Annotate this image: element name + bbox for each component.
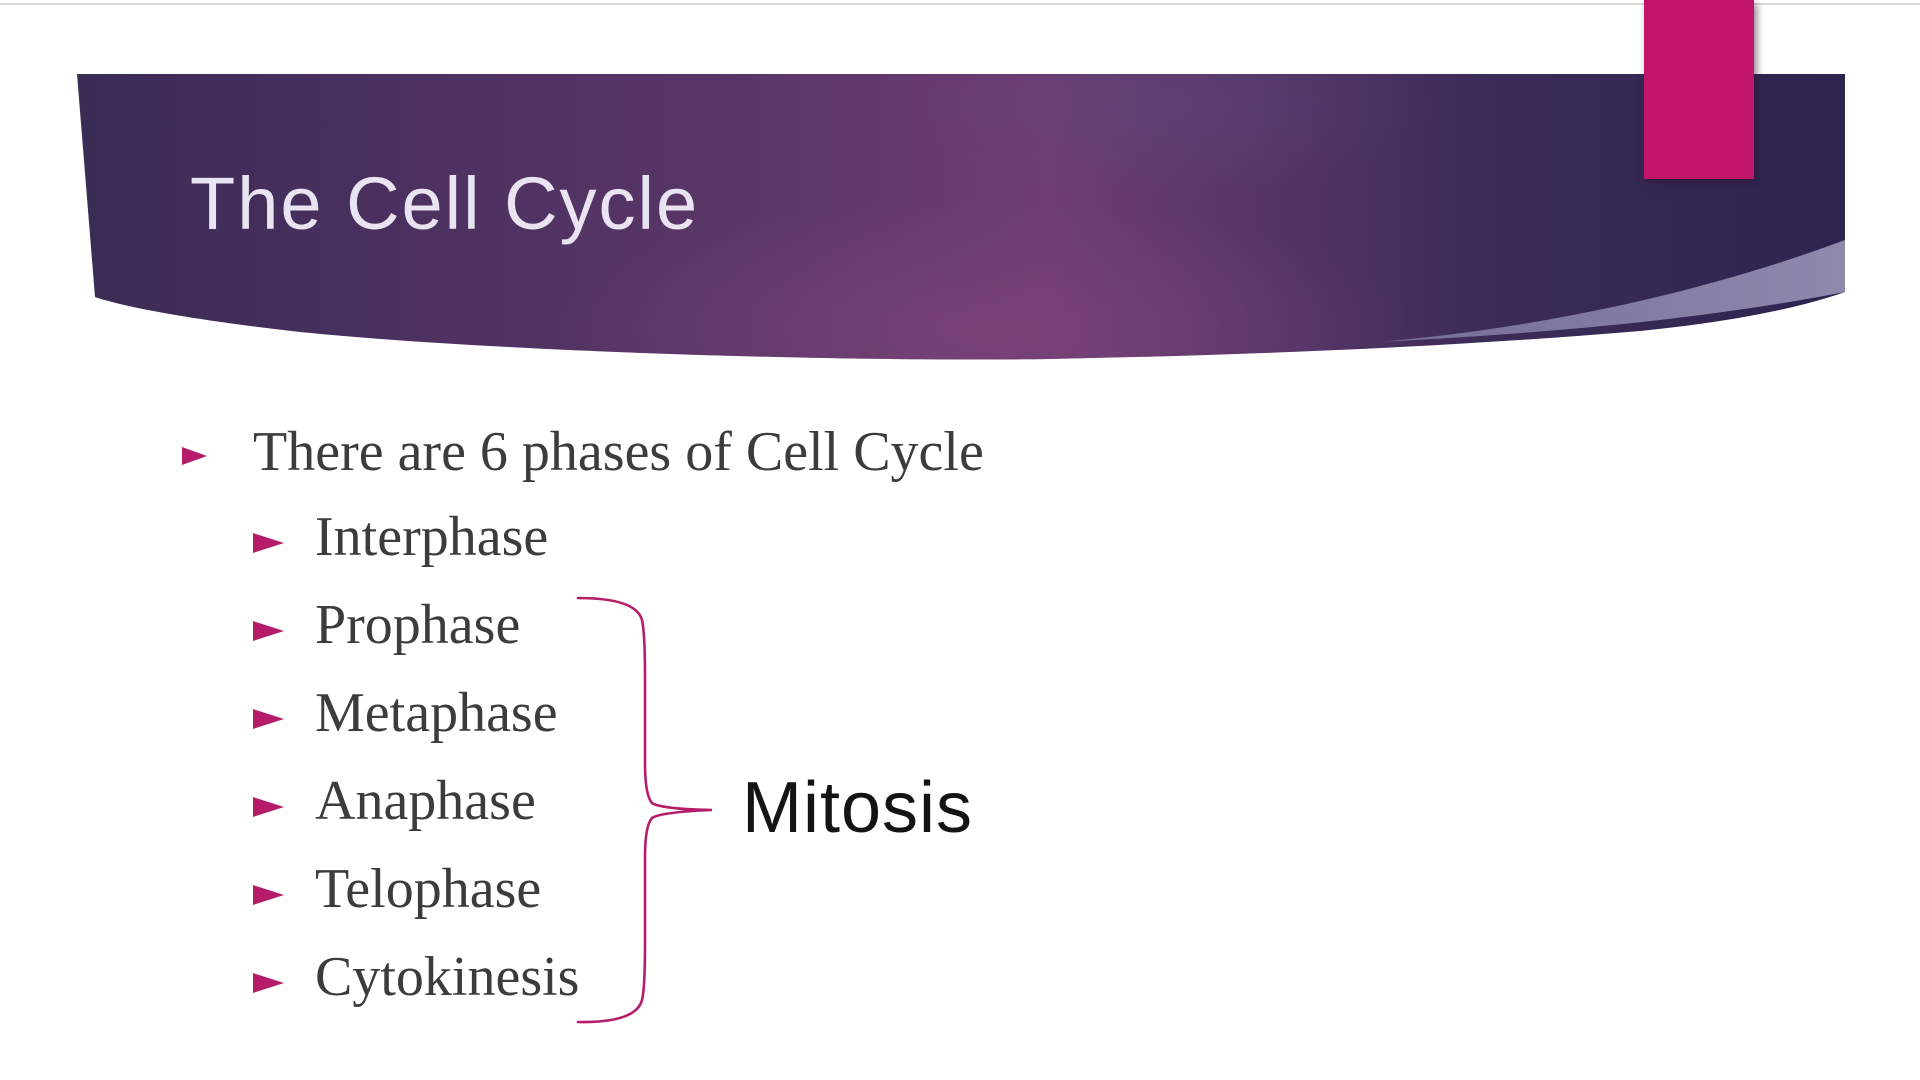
phase-item-prophase: Prophase [253, 597, 520, 653]
mitosis-label: Mitosis [742, 768, 974, 848]
band-glow-lower [550, 200, 1410, 360]
phase-text: Metaphase [315, 682, 558, 744]
phase-text: Cytokinesis [315, 946, 580, 1008]
phase-item-anaphase: Anaphase [253, 773, 536, 829]
accent-rectangle [1644, 0, 1754, 179]
phase-text: Anaphase [315, 770, 536, 832]
main-bullet-row: There are 6 phases of Cell Cycle [182, 424, 984, 480]
phase-item-metaphase: Metaphase [253, 685, 558, 741]
phase-item-interphase: Interphase [253, 509, 548, 565]
bullet-triangle-icon [253, 973, 284, 993]
bullet-triangle-icon [253, 621, 284, 641]
bullet-triangle-icon [253, 885, 284, 905]
bullet-triangle-icon [253, 709, 284, 729]
phase-text: Prophase [315, 594, 521, 656]
top-border-line [0, 3, 1920, 5]
phase-text: Interphase [315, 506, 549, 568]
main-bullet-text: There are 6 phases of Cell Cycle [253, 421, 984, 483]
phase-item-cytokinesis: Cytokinesis [253, 949, 579, 1005]
phase-text: Telophase [315, 858, 542, 920]
phase-item-telophase: Telophase [253, 861, 541, 917]
bullet-triangle-icon [253, 533, 284, 553]
bullet-triangle-icon [182, 447, 207, 465]
band-glow-upper [910, 74, 1430, 195]
slide-title: The Cell Cycle [190, 162, 700, 245]
header-swoosh-overlay [1378, 240, 1845, 342]
bullet-triangle-icon [253, 797, 284, 817]
